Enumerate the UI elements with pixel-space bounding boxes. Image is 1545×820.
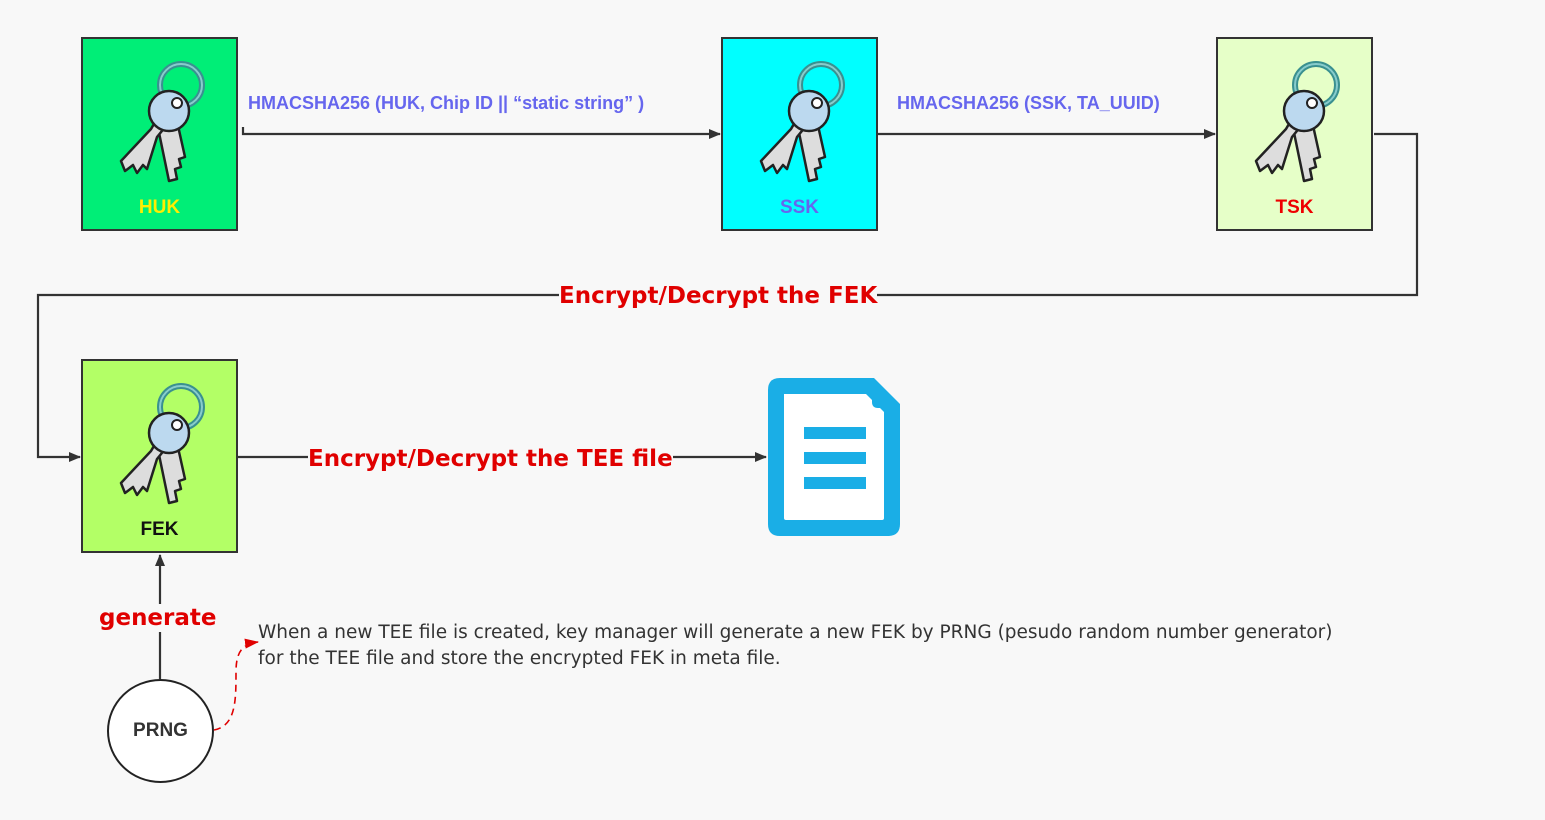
fek-node: FEK (81, 359, 238, 553)
edge-label-generate: generate (99, 604, 217, 632)
prng-node: PRNG (107, 679, 214, 783)
note-line-1: When a new TEE file is created, key mana… (258, 622, 1333, 643)
note-text: When a new TEE file is created, key mana… (258, 620, 1333, 672)
edge-huk-ssk (241, 127, 721, 139)
key-icon (119, 61, 205, 183)
huk-label: HUK (138, 197, 181, 218)
fek-label: FEK (140, 519, 179, 540)
edge-label-fek-file: Encrypt/Decrypt the TEE file (308, 445, 673, 473)
tsk-node: TSK (1216, 37, 1373, 231)
ssk-label: SSK (779, 197, 820, 218)
note-line-2: for the TEE file and store the encrypted… (258, 648, 781, 669)
document-icon (768, 378, 900, 536)
key-icon (1254, 61, 1340, 183)
edge-label-ssk-tsk: HMACSHA256 (SSK, TA_UUID) (897, 93, 1160, 113)
dashed-connector-prng-note (213, 638, 259, 731)
ssk-node: SSK (721, 37, 878, 231)
edge-label-tsk-fek: Encrypt/Decrypt the FEK (559, 282, 878, 310)
key-icon (759, 61, 845, 183)
key-icon (119, 383, 205, 505)
huk-node: HUK (81, 37, 238, 231)
edge-label-huk-ssk: HMACSHA256 (HUK, Chip ID || “static stri… (248, 93, 645, 113)
tsk-label: TSK (1275, 197, 1314, 218)
prng-label: PRNG (133, 720, 188, 741)
